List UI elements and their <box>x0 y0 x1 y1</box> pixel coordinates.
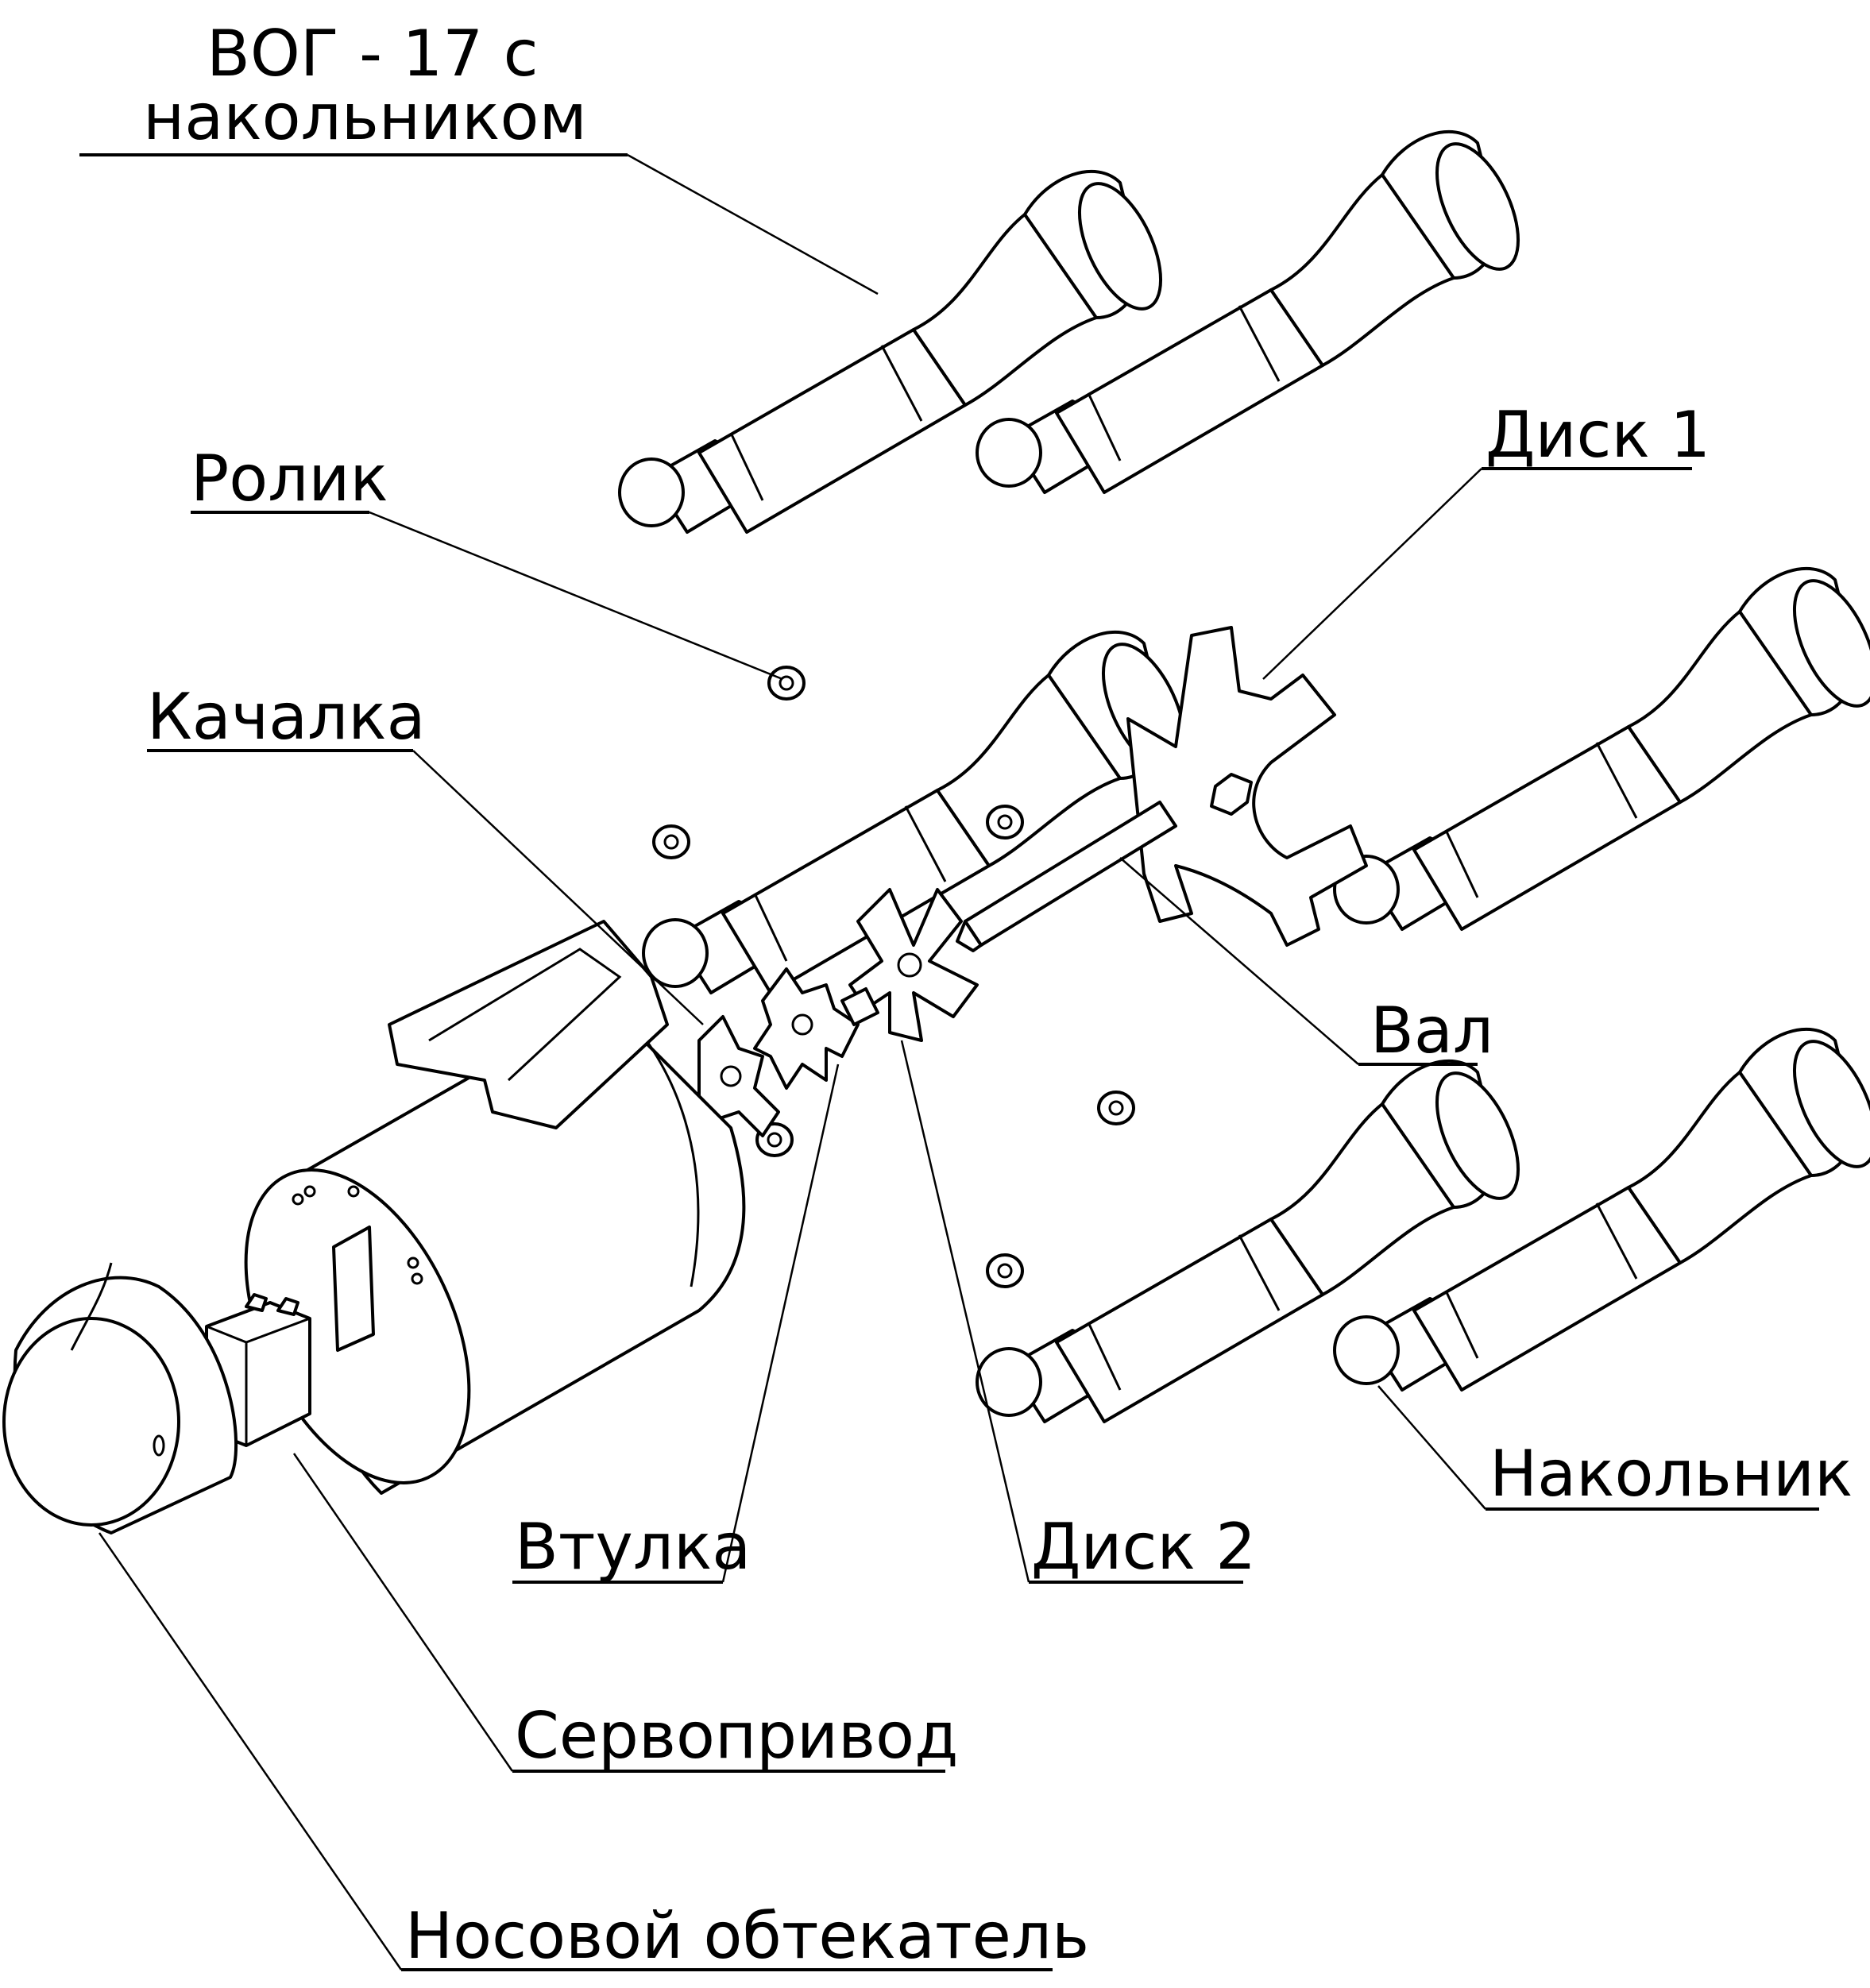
label-disk-1: Диск 1 <box>1486 398 1710 472</box>
roller-parts <box>652 666 1135 1288</box>
label-nakolnik: Накольник <box>1489 1437 1853 1511</box>
label-vtulka: Втулка <box>515 1510 751 1584</box>
nose-fairing-part <box>2 1262 238 1534</box>
bushing-part <box>753 967 879 1090</box>
main-body-part <box>244 920 746 1495</box>
label-servo: Сервопривод <box>515 1699 958 1773</box>
shaft-part <box>956 801 1177 952</box>
label-rolik: Ролик <box>191 442 388 515</box>
disk-1-part <box>1126 626 1368 947</box>
label-nose-fairing: Носовой обтекатель <box>405 1899 1089 1973</box>
label-vog-line2: накольником <box>143 80 587 154</box>
grenade-middle-right <box>1333 566 1870 931</box>
label-vog-line1: ВОГ - 17 с <box>207 17 539 91</box>
label-val: Вал <box>1370 994 1493 1067</box>
label-kachalka: Качалка <box>147 680 426 754</box>
label-disk-2: Диск 2 <box>1031 1510 1256 1584</box>
leader-lines <box>79 153 1819 1971</box>
